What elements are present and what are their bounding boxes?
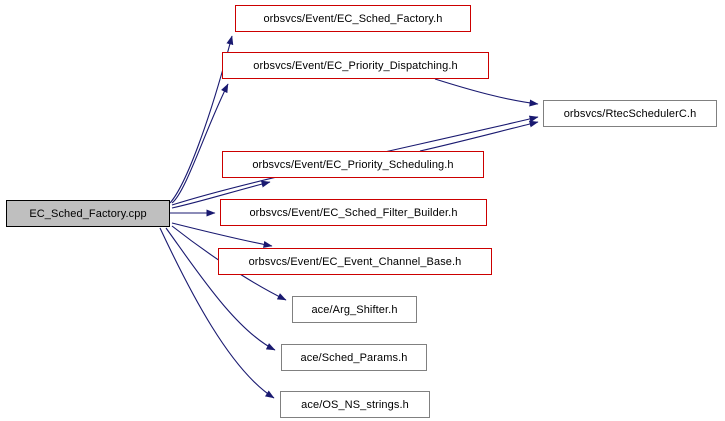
edge-priority_dispatching_h-to-rtec_scheduler_c_h bbox=[434, 78, 539, 107]
node-label-priority_dispatching_h: orbsvcs/Event/EC_Priority_Dispatching.h bbox=[253, 59, 458, 72]
graph-node-sched_filter_builder_h[interactable]: orbsvcs/Event/EC_Sched_Filter_Builder.h bbox=[220, 199, 487, 226]
graph-node-os_ns_strings_h[interactable]: ace/OS_NS_strings.h bbox=[280, 391, 430, 418]
graph-node-priority_dispatching_h[interactable]: orbsvcs/Event/EC_Priority_Dispatching.h bbox=[222, 52, 489, 79]
edge-root-to-priority_scheduling_h bbox=[171, 180, 271, 209]
edge-root-to-sched_params_h bbox=[165, 227, 276, 351]
node-label-sched_params_h: ace/Sched_Params.h bbox=[300, 351, 408, 364]
graph-node-root: EC_Sched_Factory.cpp bbox=[6, 200, 170, 227]
edge-root-to-os_ns_strings_h bbox=[159, 227, 275, 399]
node-label-priority_scheduling_h: orbsvcs/Event/EC_Priority_Scheduling.h bbox=[252, 158, 454, 171]
node-label-event_channel_base_h: orbsvcs/Event/EC_Event_Channel_Base.h bbox=[248, 255, 462, 268]
edge-priority_scheduling_h-to-rtec_scheduler_c_h bbox=[419, 120, 539, 152]
edge-root-to-priority_dispatching_h bbox=[171, 83, 229, 204]
graph-node-priority_scheduling_h[interactable]: orbsvcs/Event/EC_Priority_Scheduling.h bbox=[222, 151, 484, 178]
node-label-arg_shifter_h: ace/Arg_Shifter.h bbox=[311, 303, 398, 316]
node-label-sched_factory_h: orbsvcs/Event/EC_Sched_Factory.h bbox=[263, 12, 443, 25]
node-label-rtec_scheduler_c_h: orbsvcs/RtecSchedulerC.h bbox=[563, 107, 697, 120]
graph-node-rtec_scheduler_c_h[interactable]: orbsvcs/RtecSchedulerC.h bbox=[543, 100, 717, 127]
graph-node-event_channel_base_h[interactable]: orbsvcs/Event/EC_Event_Channel_Base.h bbox=[218, 248, 492, 275]
node-label-sched_filter_builder_h: orbsvcs/Event/EC_Sched_Filter_Builder.h bbox=[249, 206, 458, 219]
edge-root-to-event_channel_base_h bbox=[171, 222, 273, 248]
graph-node-sched_params_h[interactable]: ace/Sched_Params.h bbox=[281, 344, 427, 371]
graph-node-sched_factory_h[interactable]: orbsvcs/Event/EC_Sched_Factory.h bbox=[235, 5, 471, 32]
node-label-root: EC_Sched_Factory.cpp bbox=[29, 207, 147, 220]
node-label-os_ns_strings_h: ace/OS_NS_strings.h bbox=[301, 398, 409, 411]
graph-node-arg_shifter_h[interactable]: ace/Arg_Shifter.h bbox=[292, 296, 417, 323]
